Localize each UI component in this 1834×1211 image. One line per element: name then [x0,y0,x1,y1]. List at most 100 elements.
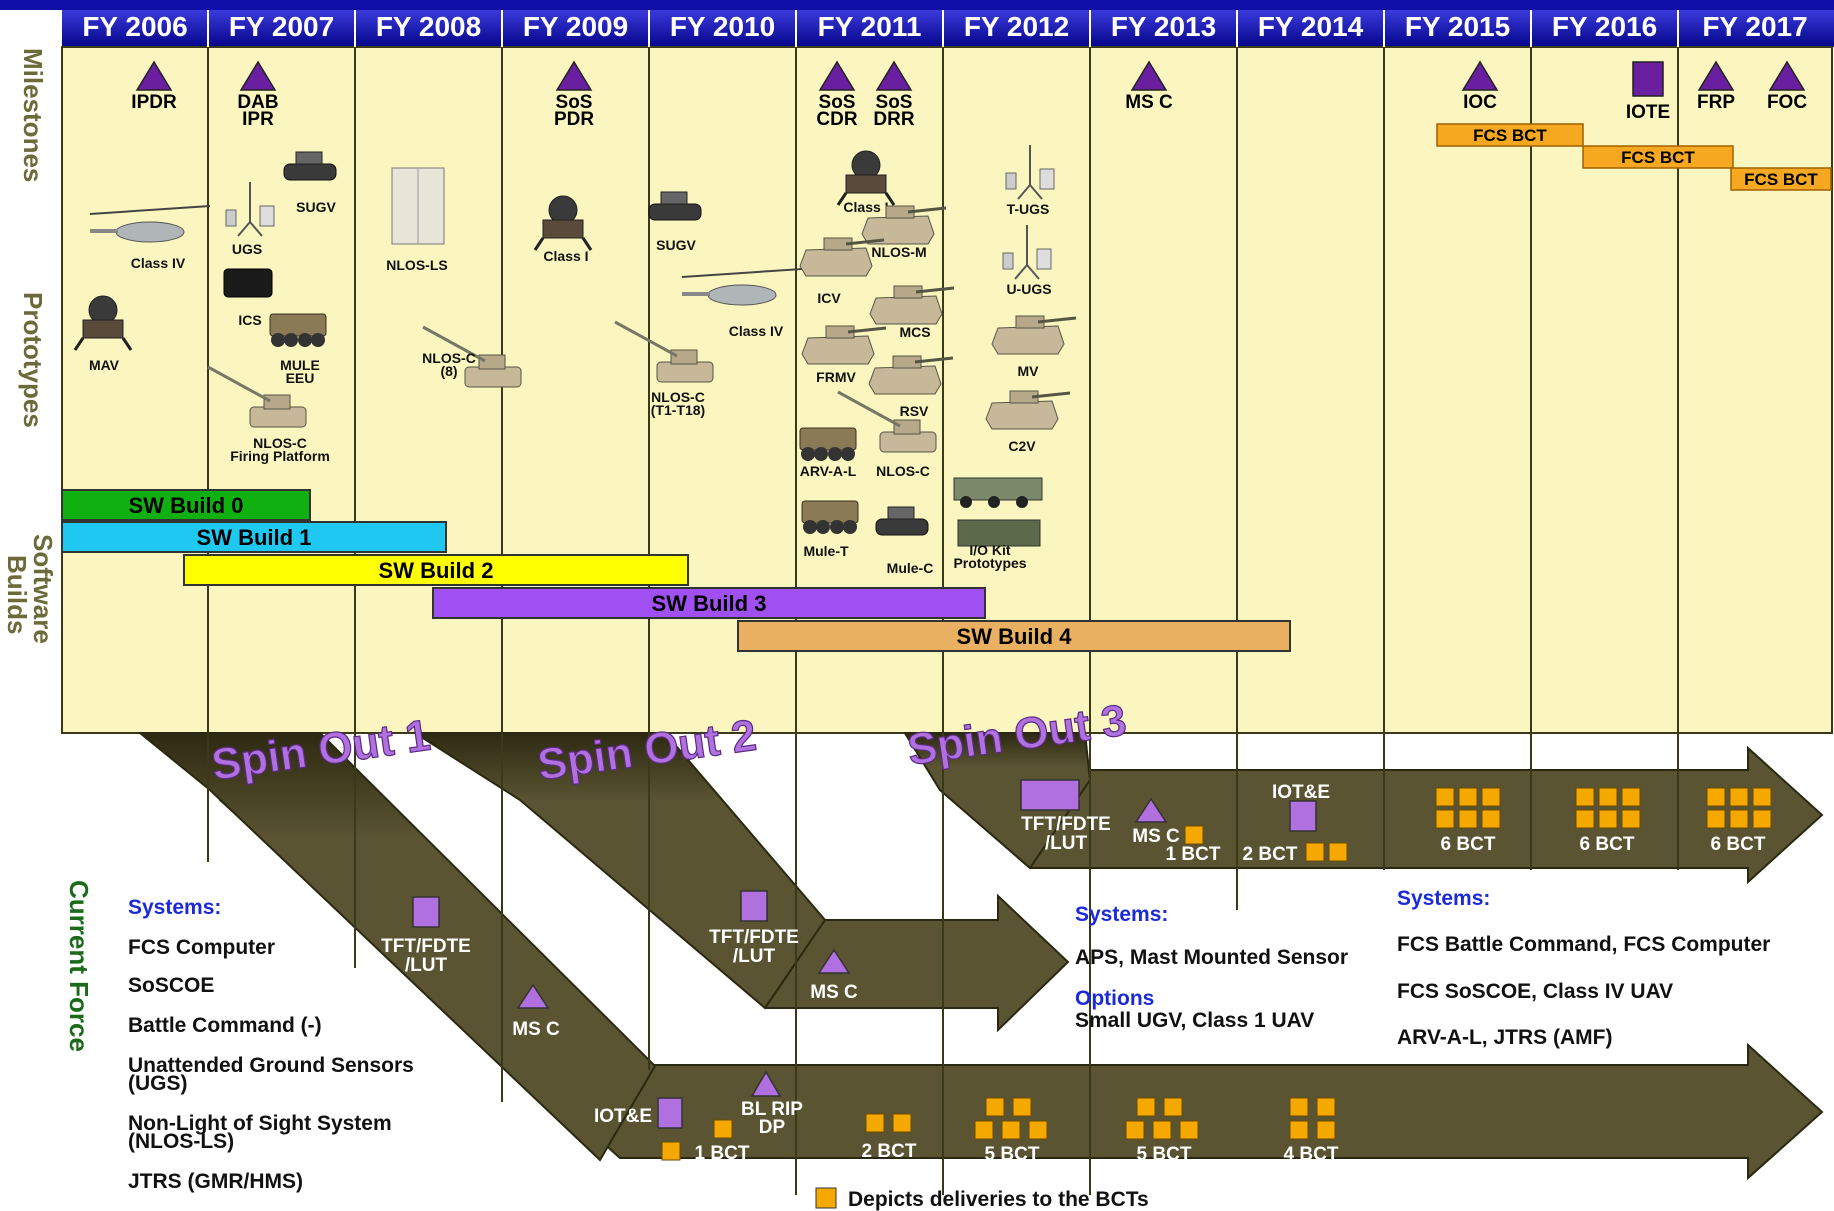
year-label: FY 2008 [376,11,481,42]
sw-build-label: SW Build 3 [652,591,767,616]
year-label: FY 2010 [670,11,775,42]
prototype-heli-icon [89,205,211,243]
bct-delivery-square [1289,1097,1309,1117]
top-banner [0,0,1834,10]
bct-delivery-square [1305,842,1325,862]
systems-left-item: SoSCOE [128,974,214,997]
bct-delivery-square [1458,809,1478,829]
prototype-label: NLOS-C [253,435,307,451]
so1-iote-square [657,1097,683,1129]
bct-delivery-square [1316,1120,1336,1140]
bct-delivery-square [1012,1097,1032,1117]
fcs-bct-bar [1582,145,1734,169]
systems-right-block: Systems: FCS Battle Command, FCS Compute… [1397,887,1770,1049]
milestone-label: PDR [554,109,594,130]
systems-right-item: FCS Battle Command, FCS Computer [1397,933,1770,956]
bct-count-label: 5 BCT [985,1144,1040,1165]
bct-delivery-square [1575,809,1595,829]
so1-bl-rip-triangle [750,1070,782,1097]
builds-row-label: Builds [2,555,32,634]
prototype-wheeled-icon [269,313,327,347]
prototype-sensor-icon [1005,145,1055,200]
systems-left-item: Battle Command (-) [128,1014,322,1037]
bct-delivery-square [661,1141,681,1161]
so1-tft-square [412,896,440,928]
prototype-label: ICS [238,312,261,328]
milestone-label: SoS [556,92,593,113]
prototype-label: ARV-A-L [800,463,857,479]
bct-delivery-square [1575,787,1595,807]
fcs-bct-label: FCS BCT [1621,148,1695,167]
prototype-tank-icon [985,390,1071,430]
prototype-label: NLOS-LS [386,257,447,273]
prototype-label: (8) [440,363,457,379]
prototype-robot-icon [533,195,593,251]
so2-tft-square [740,890,768,922]
prototype-wheeled-icon [799,427,857,461]
prototype-heli-icon [681,268,803,306]
prototype-artillery-icon [422,325,522,388]
so2-ms-c-triangle [817,948,851,974]
bct-delivery-square [865,1113,885,1133]
milestone-triangle-icon [818,60,856,91]
systems-right-item: ARV-A-L, JTRS (AMF) [1397,1026,1612,1049]
systems-left-item: (NLOS-LS) [128,1130,234,1153]
milestone-triangle-icon [135,60,173,91]
systems-mid-options-heading: Options [1075,987,1154,1010]
prototype-tank-icon [801,325,887,365]
bct-delivery-square [1481,787,1501,807]
so1-tft-label-2: /LUT [405,955,448,976]
year-label: FY 2006 [82,11,187,42]
milestone-triangle-icon [1768,60,1806,91]
spin-out-bands [137,732,1824,1181]
milestone-label: IPDR [131,92,177,113]
spin-out-1-band [137,732,657,1162]
prototype-label: Firing Platform [230,448,330,464]
so3-tft-rect [1020,779,1080,811]
sw-build-label: SW Build 4 [957,624,1073,649]
bct-delivery-square [1289,1120,1309,1140]
milestone-label: IOTE [1626,102,1670,123]
so2-ms-c-label: MS C [810,982,858,1003]
bct-count-label: 1 BCT [695,1143,750,1164]
bct-delivery-square [1621,787,1641,807]
systems-left-item: (UGS) [128,1072,188,1095]
year-label: FY 2016 [1552,11,1657,42]
systems-left-item: JTRS (GMR/HMS) [128,1170,303,1193]
prototype-label: Class I [543,248,588,264]
so3-ms-c-label: MS C [1132,826,1180,847]
year-label: FY 2009 [523,11,628,42]
milestone-label: DRR [873,109,914,130]
milestone-triangle-icon [1461,60,1499,91]
prototype-label: Class IV [131,255,186,271]
bct-delivery-square [713,1119,733,1139]
milestone-label: CDR [816,109,857,130]
prototype-label: RSV [900,403,929,419]
prototype-wheeled-icon [801,500,859,534]
year-grid-lines-lower [207,733,1679,1195]
milestones-row-label: Milestones [18,48,48,182]
prototype-tracked-icon [283,151,337,181]
row-labels: Milestones Prototypes Software Builds Cu… [2,48,94,1052]
year-label: FY 2011 [818,11,922,42]
prototype-sensor-icon [1002,225,1052,280]
prototype-label: NLOS-M [871,244,926,260]
prototype-label: NLOS-C [876,463,930,479]
so1-bl-rip-label-2: DP [759,1117,786,1138]
software-builds: SW Build 0SW Build 1SW Build 2SW Build 3… [61,489,1291,652]
bct-delivery-square [1598,809,1618,829]
sw-build-bar [432,587,986,619]
bct-delivery-square [1435,787,1455,807]
milestone-triangle-icon [1130,60,1168,91]
legend: Depicts deliveries to the BCTs [815,1187,1149,1211]
bct-count-label: 2 BCT [862,1141,917,1162]
prototype-artillery-icon [207,365,307,428]
bct-delivery-square [1458,787,1478,807]
milestone-label: MS C [1125,92,1173,113]
prototype-label: NLOS-C [422,350,476,366]
bct-delivery-square [1729,809,1749,829]
prototype-label: Class I [843,199,888,215]
